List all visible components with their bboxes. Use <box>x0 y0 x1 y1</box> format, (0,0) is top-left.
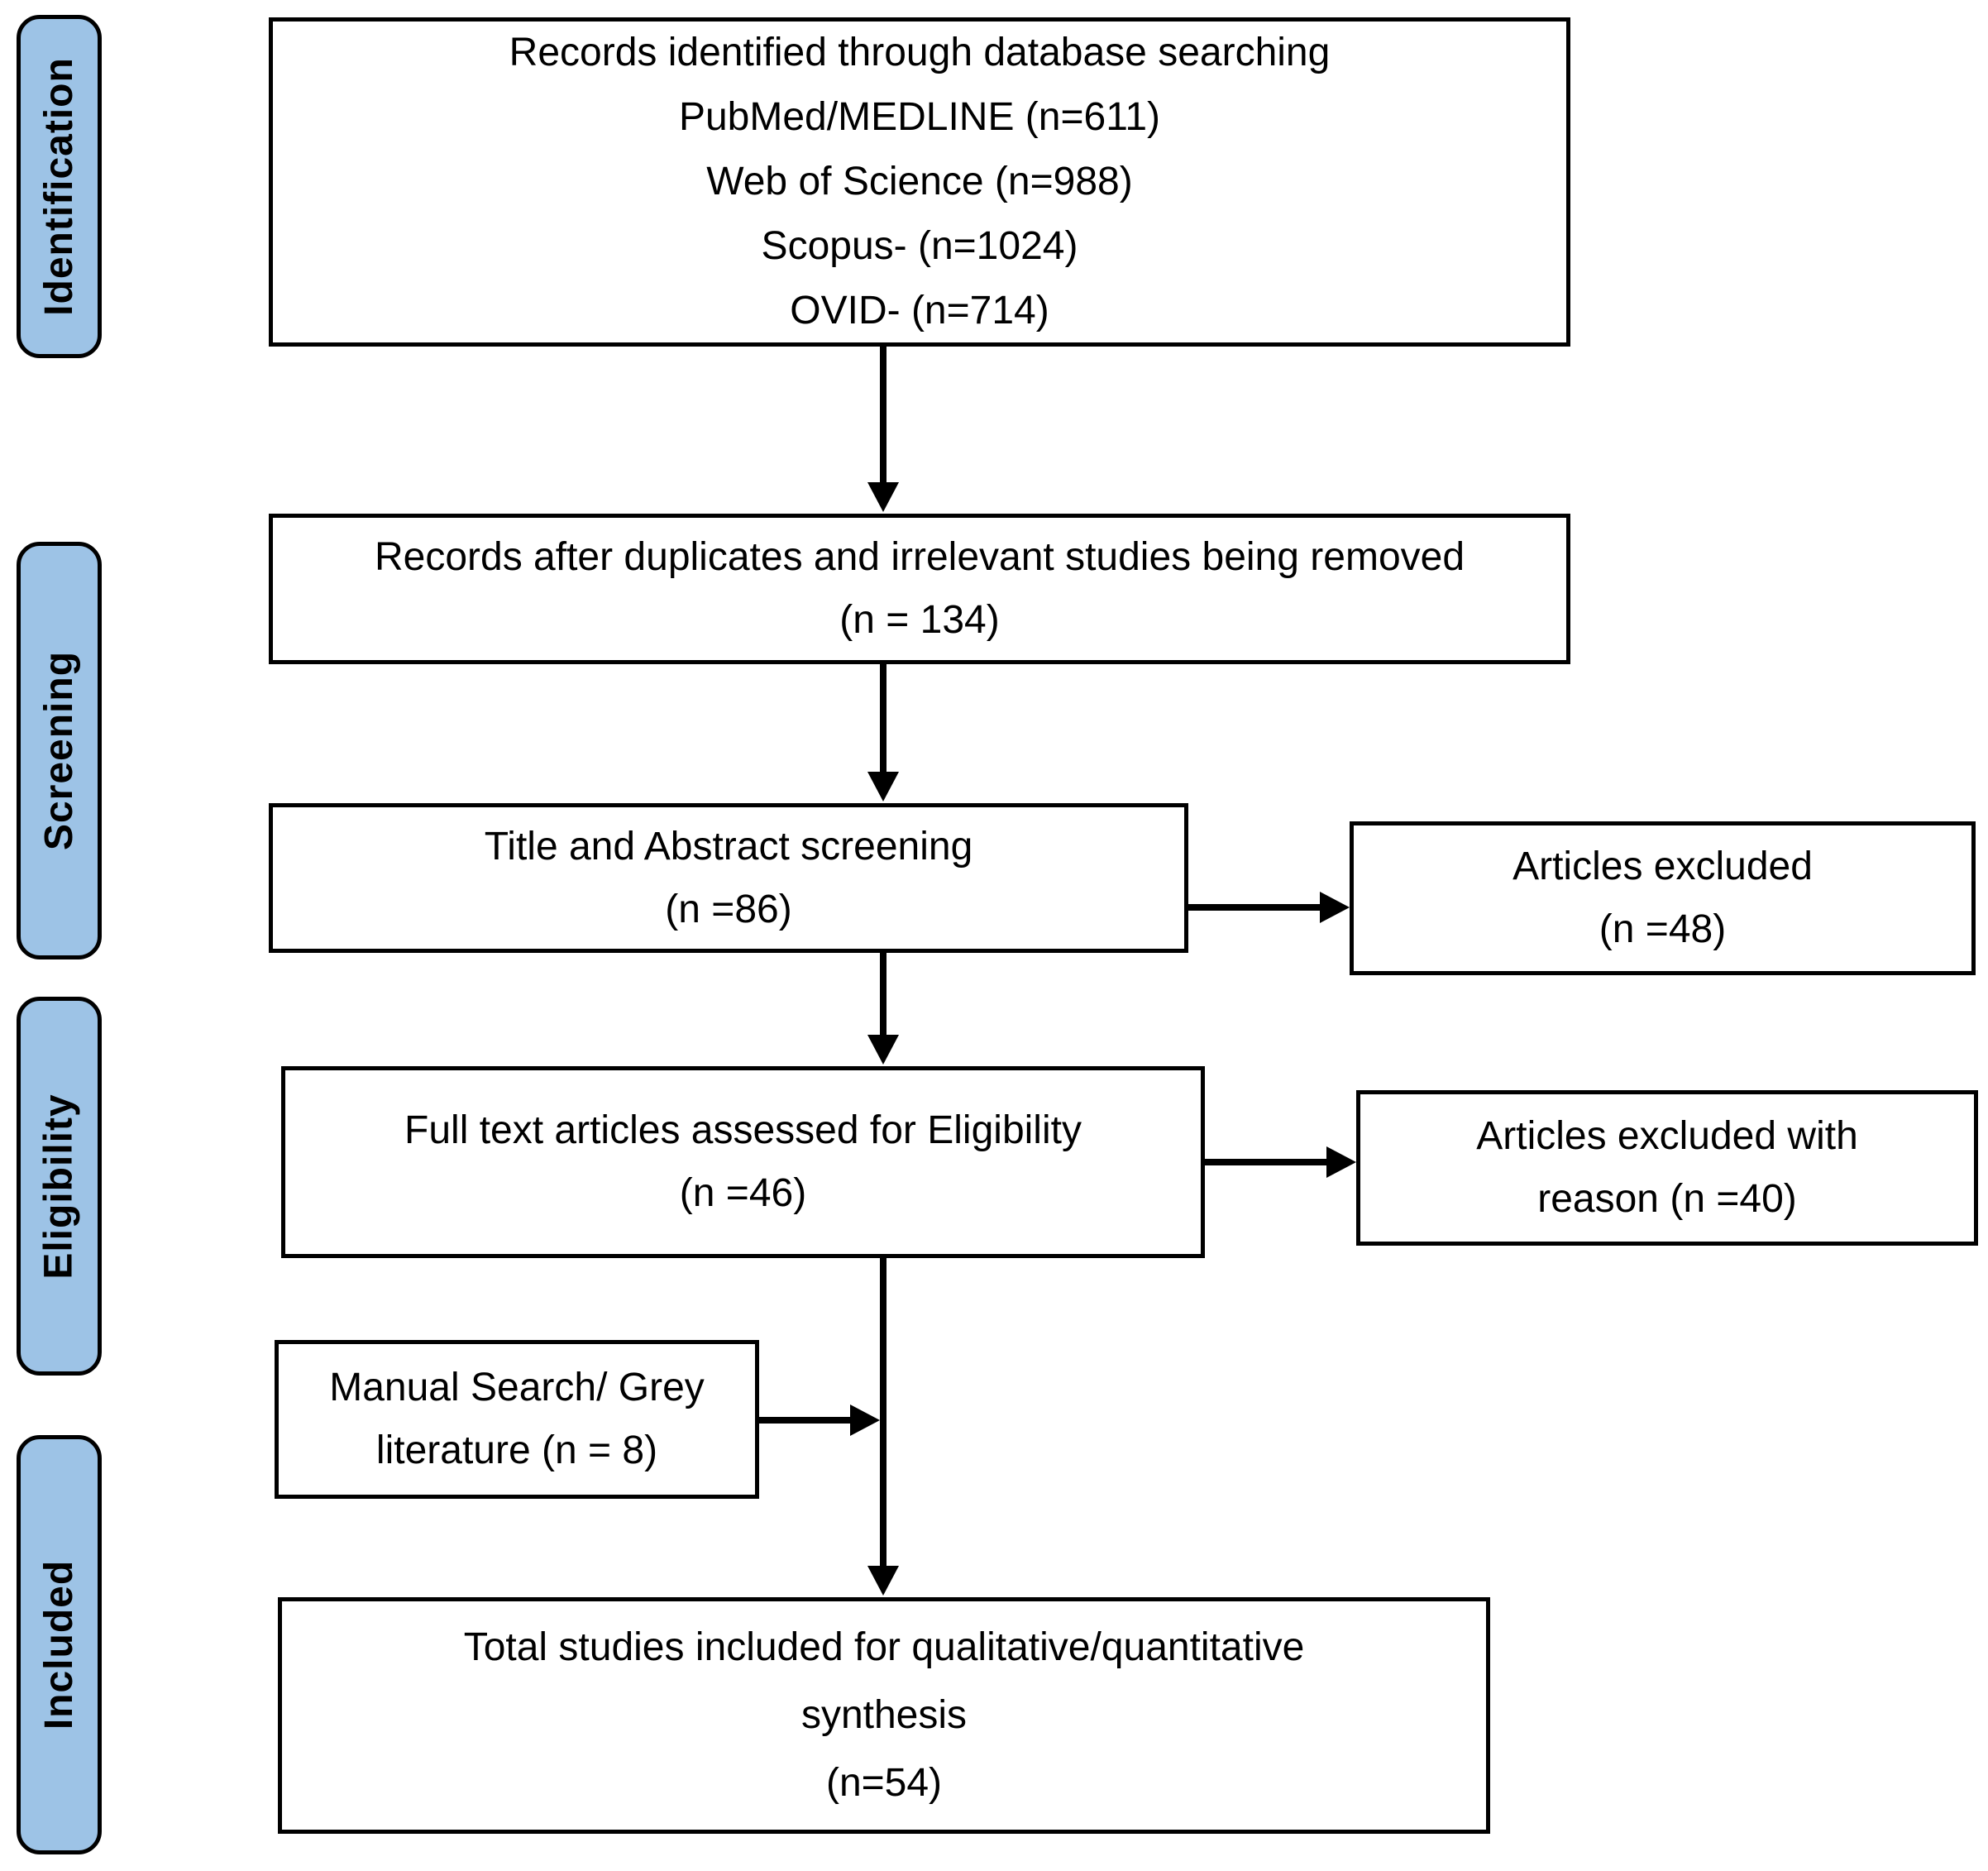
text-line: (n = 134) <box>839 598 1000 642</box>
stage-included-label: Included <box>37 1559 81 1730</box>
arrow-down-icon <box>867 772 899 802</box>
text-line: OVID- (n=714) <box>790 289 1049 333</box>
text-line: PubMed/MEDLINE (n=611) <box>678 95 1161 139</box>
text-line: Records after duplicates and irrelevant … <box>374 535 1465 579</box>
text-line: reason (n =40) <box>1537 1177 1797 1221</box>
arrow-identified-to-duplicates-shaft <box>880 347 886 486</box>
text-line: (n =86) <box>665 887 792 931</box>
box-manual-search: Manual Search/ Grey literature (n = 8) <box>275 1340 759 1499</box>
text-line: Manual Search/ Grey <box>329 1366 705 1409</box>
stage-screening-label: Screening <box>37 650 82 851</box>
stage-identification-label: Identification <box>37 57 82 316</box>
text-line: Records identified through database sear… <box>509 31 1331 74</box>
box-full-text-assessed: Full text articles assessed for Eligibil… <box>281 1066 1205 1258</box>
text-line: (n=54) <box>825 1761 943 1805</box>
stage-screening: Screening <box>17 542 102 959</box>
stage-eligibility: Eligibility <box>17 997 102 1376</box>
arrow-fulltext-to-included-shaft <box>880 1258 886 1569</box>
arrow-down-icon <box>867 482 899 512</box>
text-line: Web of Science (n=988) <box>706 160 1133 203</box>
text-line: (n =48) <box>1599 907 1727 951</box>
box-records-identified: Records identified through database sear… <box>269 17 1570 347</box>
text-line: Articles excluded with <box>1476 1114 1858 1158</box>
text-line: Scopus- (n=1024) <box>761 224 1078 268</box>
box-after-duplicates: Records after duplicates and irrelevant … <box>269 514 1570 664</box>
text-line: Full text articles assessed for Eligibil… <box>404 1108 1082 1152</box>
arrow-fulltext-to-excluded-shaft <box>1205 1159 1328 1165</box>
arrow-right-icon <box>850 1404 880 1436</box>
arrow-screening-to-excluded-shaft <box>1188 904 1321 911</box>
arrow-right-icon <box>1320 892 1350 923</box>
text-line: Title and Abstract screening <box>484 824 973 869</box>
text-line: Articles excluded <box>1513 845 1813 888</box>
text-line: (n =46) <box>679 1171 807 1215</box>
arrow-duplicates-to-screening-shaft <box>880 664 886 775</box>
arrow-right-icon <box>1326 1146 1356 1178</box>
stage-identification: Identification <box>17 15 102 358</box>
stage-eligibility-label: Eligibility <box>37 1093 82 1280</box>
arrow-screening-to-fulltext-shaft <box>880 953 886 1038</box>
arrow-down-icon <box>867 1566 899 1596</box>
box-total-included: Total studies included for qualitative/q… <box>278 1597 1490 1834</box>
text-line: Total studies included for qualitative/q… <box>463 1625 1305 1669</box>
stage-included: Included <box>17 1435 102 1854</box>
text-line: literature (n = 8) <box>375 1428 658 1472</box>
box-articles-excluded: Articles excluded (n =48) <box>1350 821 1976 975</box>
arrow-down-icon <box>867 1035 899 1065</box>
box-title-abstract-screening: Title and Abstract screening (n =86) <box>269 803 1188 953</box>
text-line: synthesis <box>800 1693 968 1737</box>
arrow-manual-to-included-shaft <box>759 1417 852 1424</box>
box-excluded-with-reason: Articles excluded with reason (n =40) <box>1356 1090 1978 1246</box>
